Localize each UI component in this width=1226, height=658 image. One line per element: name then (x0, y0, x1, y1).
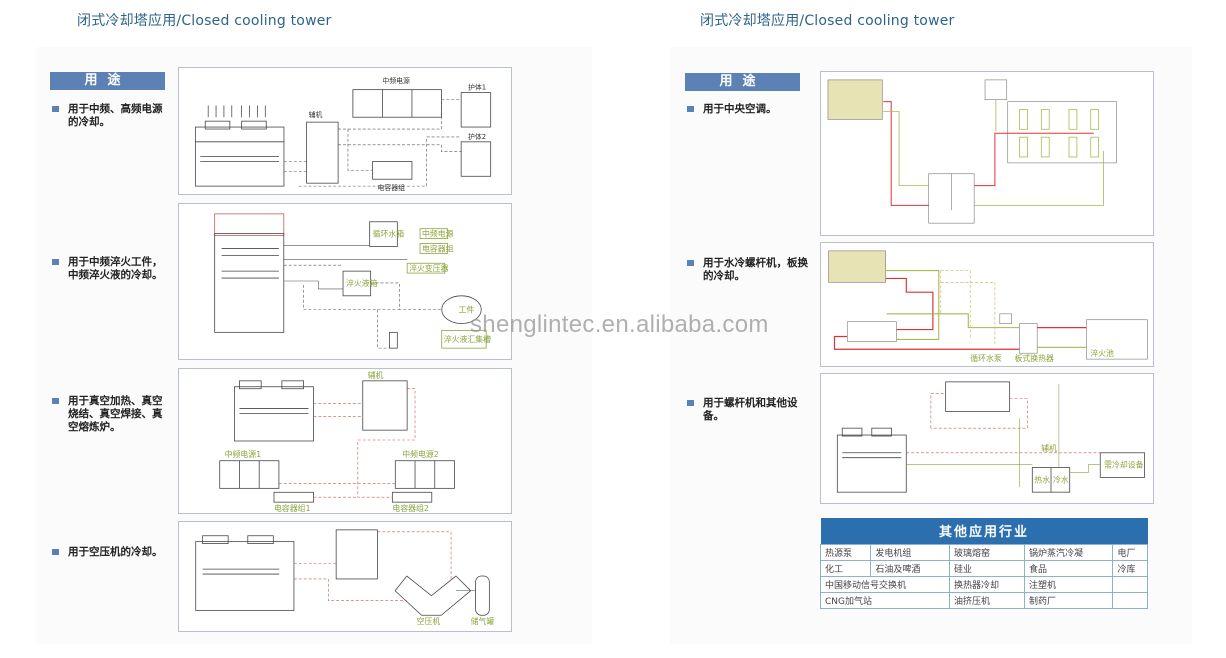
diagram-label: 淬火液箱 (346, 278, 378, 288)
diagram-label: 储气罐 (471, 616, 495, 626)
application-text: 用于螺杆机和其他设备。 (703, 397, 798, 422)
table-cell: 电厂 (1112, 543, 1148, 561)
watermark: shenglintec.en.alibaba.com (470, 311, 769, 338)
diagram-label: 辅机 (309, 110, 323, 119)
table-cell: 热源泵 (819, 543, 872, 561)
application-item: 用于螺杆机和其他设备。 (685, 397, 810, 423)
diagram-label: 辅机 (368, 370, 384, 380)
bullet-square-icon (687, 400, 694, 406)
diagram-quenching-cooling: 循环水箱 中频电源 电容器组 淬火变压器 淬火液箱 工件 淬火液汇集槽 (178, 203, 512, 360)
diagram-label: 电容器组2 (392, 503, 429, 513)
table-row: 化工 石油及啤酒 硅业 食品 冷库 (819, 559, 1148, 577)
diagram-label: 工件 (459, 305, 475, 315)
table-cell (1112, 591, 1148, 609)
application-item: 用于中央空调。 (685, 103, 810, 116)
application-text: 用于空压机的冷却。 (68, 546, 163, 558)
diagram-screw-machine-other-equipment: 辅机 热水 冷水 需冷却设备 (820, 373, 1154, 504)
diagram-air-compressor-cooling: 空压机 储气罐 (178, 521, 512, 632)
capacitor-bank-shape (372, 161, 413, 180)
bullet-square-icon (52, 106, 59, 112)
table-cell: 制药厂 (1023, 591, 1114, 609)
diagram-label: 循环水泵 (970, 353, 1002, 363)
diagram-label: 护体2 (468, 132, 486, 141)
application-item: 用于空压机的冷却。 (50, 546, 165, 559)
application-item: 用于中频、高频电源的冷却。 (50, 103, 165, 129)
schematic-drawing: 辅机 中频电源1 中频电源2 电容器组1 电容器组2 (219, 370, 455, 513)
table-cell: 注塑机 (1023, 575, 1114, 593)
right-page-title: 闭式冷却塔应用/Closed cooling tower (700, 13, 955, 29)
table-cell: 化工 (819, 559, 872, 577)
diagram-label: 循环水箱 (373, 229, 405, 239)
bullet-square-icon (687, 260, 694, 266)
table-cell (1112, 575, 1148, 593)
table-row: CNG加气站 油挤压机 制药厂 (820, 591, 1148, 609)
diagram-label: 中频电源1 (225, 449, 262, 459)
table-cell: 冷库 (1112, 559, 1148, 577)
bullet-square-icon (687, 106, 694, 112)
table-row: 热源泵 发电机组 玻璃熔窑 锅炉蒸汽冷凝 电厂 (819, 543, 1148, 561)
schematic-drawing (827, 79, 1117, 224)
table-cell: CNG加气站 (820, 591, 950, 609)
diagram-label: 电容器组 (422, 243, 454, 253)
application-text: 用于中央空调。 (703, 103, 777, 115)
diagram-label: 中频电源 (422, 229, 454, 239)
diagram-label: 板式换热器 (1015, 353, 1054, 363)
diagram-vacuum-furnace-cooling: 辅机 中频电源1 中频电源2 电容器组1 电容器组2 (178, 368, 512, 514)
cooling-tower-shape (194, 126, 285, 187)
diagram-label: 热水 (1034, 474, 1050, 484)
diagram-screw-chiller-plate-exchanger: 循环水泵 板式换热器 淬火池 (820, 242, 1154, 367)
table-title: 其他应用行业 (820, 518, 1148, 544)
application-text: 用于真空加热、真空烧结、真空焊接、真空熔炼炉。 (68, 395, 163, 433)
left-page-title: 闭式冷却塔应用/Closed cooling tower (77, 13, 332, 29)
diagram-label: 冷水 (1053, 474, 1069, 484)
application-text: 用于水冷螺杆机，板换的冷却。 (703, 257, 808, 282)
schematic-drawing: 辅机 热水 冷水 需冷却设备 (836, 381, 1145, 493)
application-text: 用于中频、高频电源的冷却。 (68, 103, 163, 128)
table-cell: 油挤压机 (948, 591, 1025, 609)
table-cell: 石油及啤酒 (870, 559, 950, 577)
table-cell: 食品 (1023, 559, 1114, 577)
diagram-label: 中频电源2 (402, 449, 439, 459)
bullet-square-icon (52, 398, 59, 404)
table-cell: 锅炉蒸汽冷凝 (1023, 543, 1114, 561)
auxiliary-tank-shape (306, 121, 339, 184)
table-cell: 玻璃熔窑 (948, 543, 1025, 561)
diagram-label: 护体1 (468, 83, 486, 92)
diagram-central-ac (820, 71, 1154, 236)
diagram-label: 淬火液汇集槽 (444, 334, 491, 344)
schematic-drawing: 循环水泵 板式换热器 淬火池 (828, 250, 1148, 363)
application-text: 用于中频淬火工件，中频淬火液的冷却。 (68, 256, 163, 281)
table-row: 中国移动信号交换机 换热器冷却 注塑机 (820, 575, 1148, 593)
other-industries-table: 其他应用行业 热源泵 发电机组 玻璃熔窑 锅炉蒸汽冷凝 电厂 化工 石油及啤酒 … (819, 518, 1148, 609)
schematic-drawing: 中频电源 辅机 护体1 护体2 电容器组 (194, 76, 492, 192)
table-cell: 发电机组 (870, 543, 950, 561)
diagram-label: 中频电源 (382, 76, 410, 85)
diagram-label: 淬火池 (1090, 348, 1114, 358)
diagram-label: 空压机 (417, 616, 441, 626)
bullet-square-icon (52, 259, 59, 265)
schematic-drawing: 空压机 储气罐 (195, 529, 495, 626)
table-cell: 硅业 (948, 559, 1025, 577)
diagram-label: 电容器组1 (274, 503, 311, 513)
right-usage-header: 用途 (685, 73, 800, 91)
schematic-drawing: 循环水箱 中频电源 电容器组 淬火变压器 淬火液箱 工件 淬火液汇集槽 (214, 213, 491, 349)
left-usage-header: 用途 (50, 72, 165, 90)
diagram-label: 淬火变压器 (409, 263, 448, 273)
diagram-label: 需冷却设备 (1104, 460, 1143, 470)
bullet-square-icon (52, 549, 59, 555)
table-cell: 换热器冷却 (948, 575, 1025, 593)
power-supply-cabinet-shape (352, 89, 442, 118)
diagram-label: 电容器组 (377, 183, 405, 192)
application-item: 用于真空加热、真空烧结、真空焊接、真空熔炼炉。 (50, 395, 165, 434)
diagram-power-supply-cooling: 中频电源 辅机 护体1 护体2 电容器组 (178, 67, 512, 195)
table-cell: 中国移动信号交换机 (820, 575, 950, 593)
diagram-label: 辅机 (1041, 443, 1057, 453)
application-item: 用于水冷螺杆机，板换的冷却。 (685, 257, 810, 283)
application-item: 用于中频淬火工件，中频淬火液的冷却。 (50, 256, 165, 282)
